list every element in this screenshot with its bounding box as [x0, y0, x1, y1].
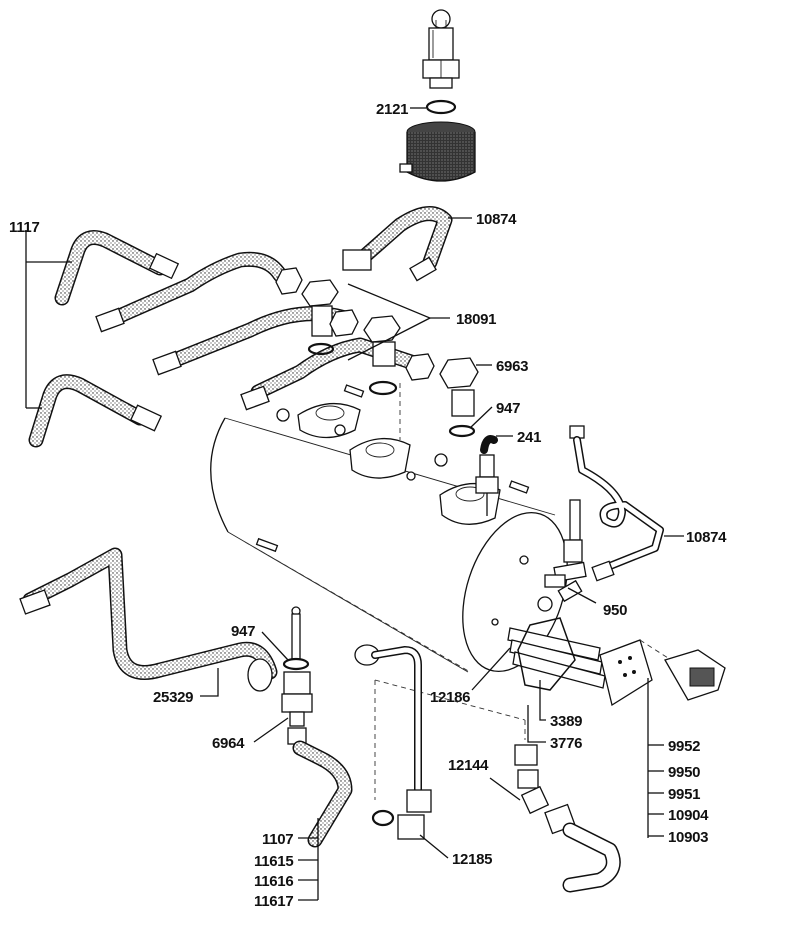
- label-1107: 1107: [262, 831, 293, 848]
- hex-fittings: [275, 267, 479, 438]
- gasket-2121: [425, 99, 457, 115]
- label-3389: 3389: [550, 713, 582, 730]
- hose-1117-lower: [28, 374, 163, 448]
- fitting-12144: [514, 744, 621, 893]
- safety-valve: [422, 9, 460, 89]
- hose-25329: [19, 547, 278, 692]
- label-12144: 12144: [448, 757, 489, 774]
- label-10903: 10903: [668, 829, 708, 846]
- label-3776: 3776: [550, 735, 582, 752]
- heating-element: [507, 617, 726, 707]
- fitting-950: [537, 499, 587, 612]
- assembly-guide-lines: [244, 383, 526, 800]
- label-947-top: 947: [496, 400, 520, 417]
- label-11615: 11615: [254, 853, 293, 870]
- hose-10874-top: [342, 206, 453, 282]
- label-6963: 6963: [496, 358, 528, 375]
- hose-1117-upper: [54, 230, 288, 333]
- label-12185: 12185: [452, 851, 492, 868]
- label-2121: 2121: [376, 101, 408, 118]
- label-10904: 10904: [668, 807, 709, 824]
- pipe-10874-right: [569, 425, 664, 582]
- label-10874-top: 10874: [476, 211, 517, 228]
- pipe-12185: [354, 644, 432, 840]
- label-950: 950: [603, 602, 627, 619]
- part-labels: 2121 1117 10874 18091 6963 947 241 10874…: [9, 101, 727, 910]
- label-947-lower: 947: [231, 623, 255, 640]
- label-6964: 6964: [212, 735, 245, 752]
- probe-241: [475, 435, 499, 516]
- boiler-insulation-cap: [399, 121, 476, 182]
- leader-lines: [25, 107, 684, 901]
- label-9951: 9951: [668, 786, 700, 803]
- label-11616: 11616: [254, 873, 293, 890]
- label-11617: 11617: [254, 893, 293, 910]
- label-10874-right: 10874: [686, 529, 727, 546]
- label-1117: 1117: [9, 219, 40, 236]
- boiler-tank: [210, 384, 568, 673]
- label-25329: 25329: [153, 689, 193, 706]
- label-241: 241: [517, 429, 541, 446]
- label-9950: 9950: [668, 764, 700, 781]
- label-9952: 9952: [668, 738, 700, 755]
- label-12186: 12186: [430, 689, 470, 706]
- label-18091: 18091: [456, 311, 496, 328]
- valve-6964: [281, 606, 353, 848]
